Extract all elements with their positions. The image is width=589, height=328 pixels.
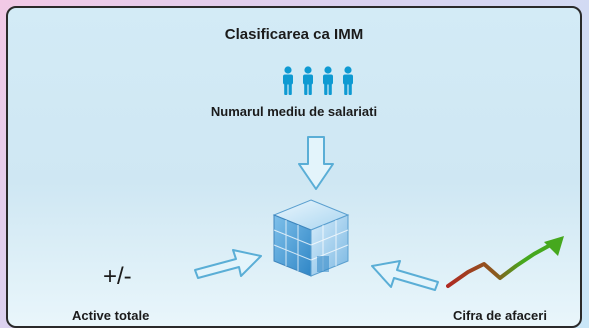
people-icon [279, 66, 357, 96]
trend-chart-icon [446, 234, 570, 301]
assets-label: Active totale [72, 308, 150, 323]
turnover-label: Cifra de afaceri [453, 308, 547, 323]
employees-label: Numarul mediu de salariati [210, 104, 378, 119]
arrow-down-icon [298, 136, 334, 195]
arrow-from-assets-icon [192, 242, 264, 287]
diagram-panel: Clasificarea ca IMM [6, 6, 582, 328]
building-cube-icon [270, 198, 352, 283]
arrow-from-turnover-icon [369, 252, 441, 299]
diagram-title: Clasificarea ca IMM [224, 26, 364, 43]
assets-plus-minus-symbol: +/- [103, 263, 132, 290]
